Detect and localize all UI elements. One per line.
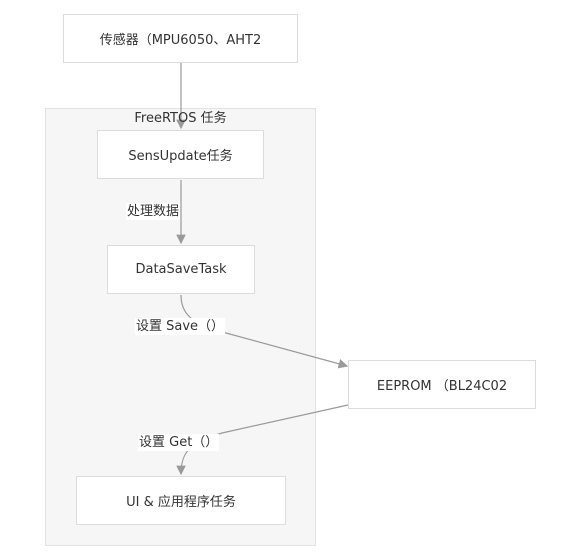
sensor-node[interactable]: 传感器（MPU6050、AHT2 [63, 14, 298, 63]
ui-app-task-node[interactable]: UI & 应用程序任务 [76, 476, 286, 525]
edge-label-process: 处理数据 [126, 203, 181, 220]
datasave-task-node[interactable]: DataSaveTask [107, 245, 255, 294]
sensupdate-task-node[interactable]: SensUpdate任务 [97, 130, 264, 179]
cluster-title: FreeRTOS 任务 [134, 111, 227, 126]
edge-label-save: 设置 Save（） [135, 318, 226, 335]
eeprom-node[interactable]: EEPROM （BL24C02 [348, 360, 536, 409]
edge-label-get: 设置 Get（） [138, 434, 220, 451]
